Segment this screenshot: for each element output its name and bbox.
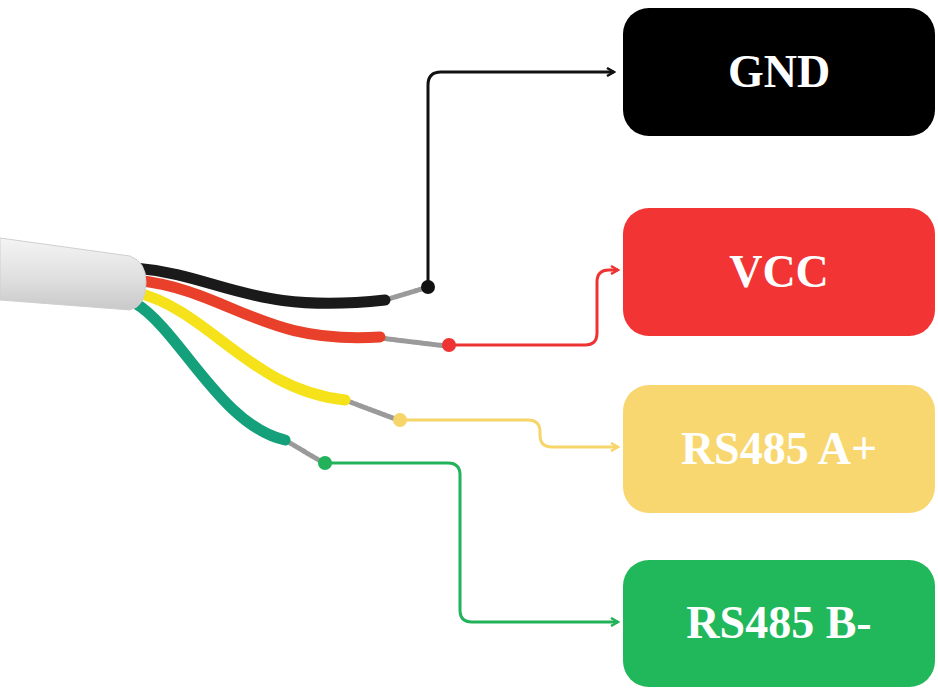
leader-lines [325,72,618,622]
signal-name: RS485 B- [686,598,871,649]
signal-name: VCC [729,247,829,298]
signal-name: GND [728,47,830,98]
signal-name: RS485 A+ [681,424,877,475]
wires [135,268,385,440]
rs485-a-label-box: RS485 A+ [623,385,935,513]
rs485-b-label-box: RS485 B- [623,560,935,687]
stripped-conductors [285,288,446,462]
gnd-label-box: GND [623,8,935,136]
cable-sheath [0,238,146,310]
leader-dots [318,280,456,470]
vcc-label-box: VCC [623,208,935,336]
